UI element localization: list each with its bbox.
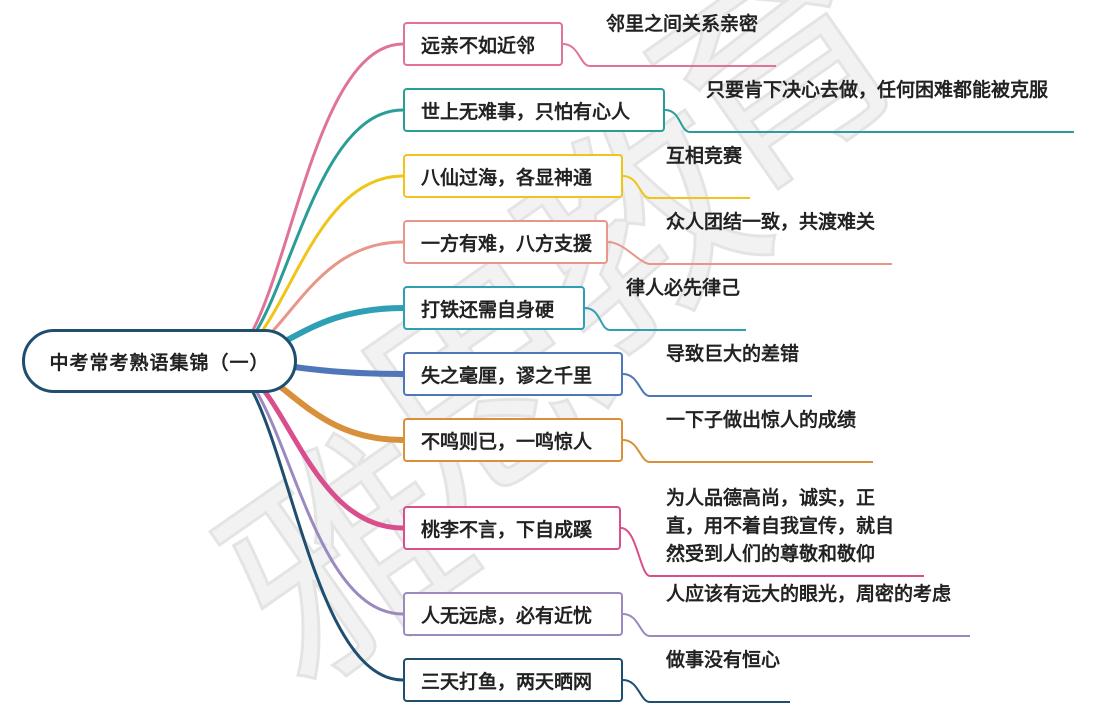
idiom-node[interactable]: 世上无难事，只怕有心人 xyxy=(403,88,665,132)
meaning-text: 只要肯下决心去做，任何困难都能被克服 xyxy=(706,79,1049,101)
idiom-label: 不鸣则已，一鸣惊人 xyxy=(421,430,593,453)
idiom-node[interactable]: 不鸣则已，一鸣惊人 xyxy=(403,418,623,462)
idiom-label: 世上无难事，只怕有心人 xyxy=(421,100,631,123)
idiom-label: 远亲不如近邻 xyxy=(421,34,536,57)
idiom-node[interactable]: 失之毫厘，谬之千里 xyxy=(403,352,623,396)
meaning-underline xyxy=(620,527,924,577)
meaning-text: 导致巨大的差错 xyxy=(666,343,800,365)
meaning-text: 律人必先律己 xyxy=(626,277,741,299)
idiom-node[interactable]: 一方有难，八方支援 xyxy=(403,220,608,264)
meaning-underline xyxy=(622,373,812,397)
idiom-label: 八仙过海，各显神通 xyxy=(421,166,593,189)
branch-curve xyxy=(218,359,405,616)
idiom-node[interactable]: 人无远虑，必有近忧 xyxy=(403,592,623,636)
idiom-node[interactable]: 远亲不如近邻 xyxy=(403,22,563,66)
idiom-label: 三天打鱼，两天晒网 xyxy=(421,670,593,693)
idiom-node[interactable]: 打铁还需自身硬 xyxy=(403,286,585,330)
meaning-text: 众人团结一致，共渡难关 xyxy=(666,211,876,233)
meaning-text: 为人品德高尚，诚实，正 xyxy=(666,487,876,509)
meaning-text: 然受到人们的尊敬和敬仰 xyxy=(666,543,876,565)
idiom-label: 桃李不言，下自成蹊 xyxy=(421,518,593,541)
meaning-underline xyxy=(622,175,750,199)
idiom-node[interactable]: 三天打鱼，两天晒网 xyxy=(403,658,623,702)
meaning-underline xyxy=(664,109,1074,133)
idiom-label: 失之毫厘，谬之千里 xyxy=(421,364,593,387)
meaning-text: 互相竞赛 xyxy=(666,145,743,167)
meaning-underline xyxy=(622,439,873,463)
idiom-node[interactable]: 桃李不言，下自成蹊 xyxy=(403,506,621,550)
root-label: 中考常考熟语集锦（一） xyxy=(49,351,270,374)
meaning-underline xyxy=(584,307,746,331)
meaning-text: 直，用不着自我宣传，就自 xyxy=(666,515,895,537)
meaning-underline xyxy=(622,679,790,703)
meaning-underline xyxy=(622,613,970,637)
meaning-underline xyxy=(607,241,892,265)
branch-curve xyxy=(218,108,405,363)
idiom-label: 一方有难，八方支援 xyxy=(421,232,593,255)
meaning-text: 人应该有远大的眼光，周密的考虑 xyxy=(666,583,952,605)
idiom-label: 人无远虑，必有近忧 xyxy=(421,604,593,627)
root-node[interactable]: 中考常考熟语集锦（一） xyxy=(22,329,297,393)
idiom-node[interactable]: 八仙过海，各显神通 xyxy=(403,154,623,198)
meaning-underline xyxy=(562,43,776,67)
meaning-text: 做事没有恒心 xyxy=(666,649,781,671)
idiom-label: 打铁还需自身硬 xyxy=(421,298,555,321)
meaning-text: 邻里之间关系亲密 xyxy=(606,13,759,35)
meaning-text: 一下子做出惊人的成绩 xyxy=(666,409,857,431)
